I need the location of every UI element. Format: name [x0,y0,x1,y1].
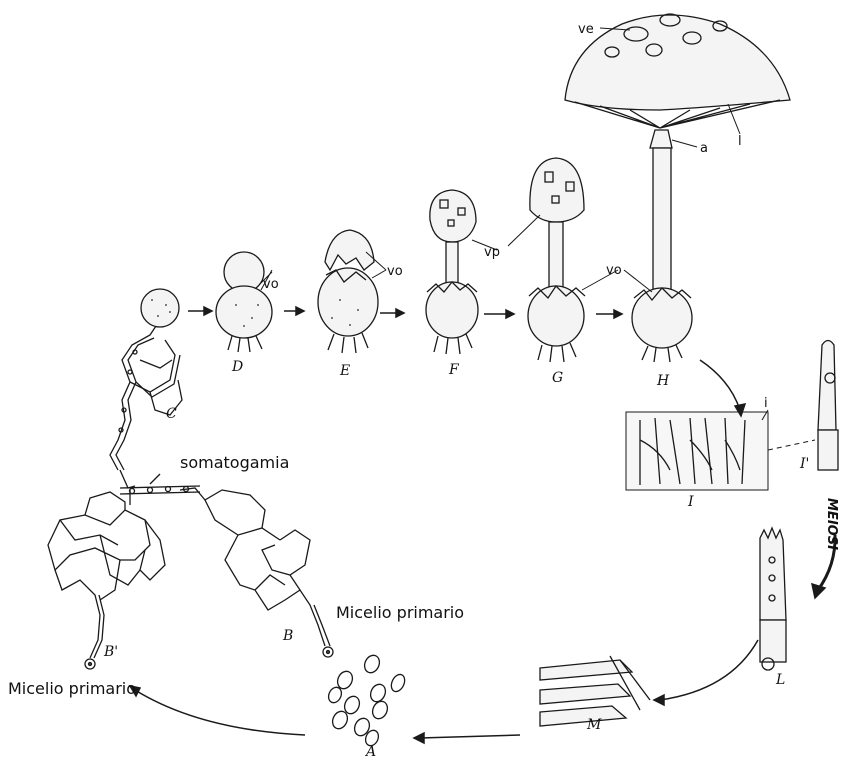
stage-F-young [426,190,478,354]
label-G: G [552,370,563,386]
label-A: A [364,744,376,758]
annotation-micelio-primario-right: Micelio primario [336,603,464,622]
primary-mycelium-B [180,488,333,657]
basidia-M [540,656,650,726]
secondary-mycelium-C [110,320,182,470]
label-L: L [775,672,785,688]
primordium [141,289,179,327]
label-vo-E: vo [387,264,403,279]
annotation-micelio-primario-left: Micelio primario [8,679,136,698]
stage-H-mature-mushroom [565,14,790,362]
primary-mycelium-Bprime [48,470,165,669]
spores-A [326,653,407,748]
label-Bprime: B' [103,644,118,660]
basidium-Iprime [818,341,838,471]
label-H: H [656,373,670,389]
label-vp: vp [484,245,500,260]
stage-D-egg [216,252,272,352]
basidium-L [760,528,786,670]
label-M: M [586,717,602,733]
stage-E-egg [318,230,378,353]
label-vo-GH: vo [606,263,622,278]
label-F: F [448,362,460,378]
label-I: I [687,494,694,510]
label-ve: ve [578,22,594,37]
label-vo-D: vo [263,277,279,292]
annotation-meiosi: MEIOSI [824,498,839,550]
somatogamia-junction [120,486,200,494]
label-Iprime: I' [799,456,809,472]
label-D: D [231,359,243,375]
label-l: l [738,134,742,149]
gill-section-I [626,412,815,490]
label-C: C [166,406,177,422]
stage-G-young [528,158,585,362]
label-E: E [339,363,350,379]
label-a: a [700,141,708,156]
label-B: B [282,628,293,644]
annotation-somatogamia: somatogamia [180,453,289,472]
somatogamia-pointer [150,474,160,484]
label-i: i [764,396,768,411]
